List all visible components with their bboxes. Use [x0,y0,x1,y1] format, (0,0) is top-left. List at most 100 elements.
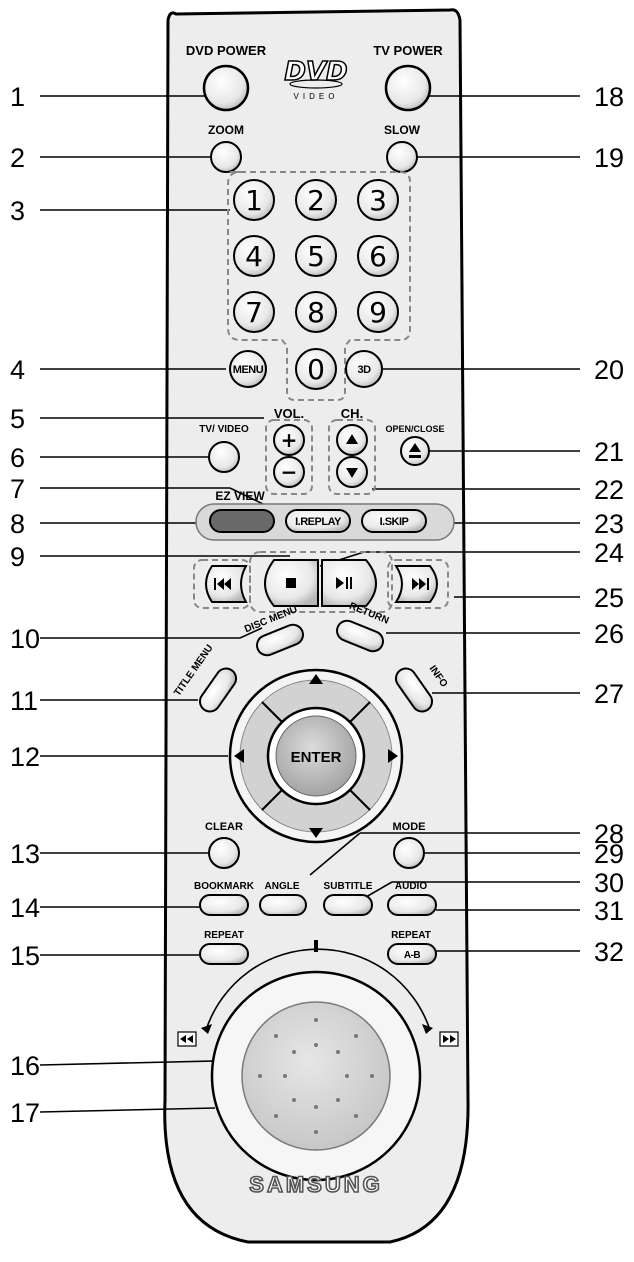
callout-lines-right [309,95,580,952]
callout-13: 13 [10,839,40,869]
callout-32: 32 [594,937,624,967]
title-menu-button[interactable] [196,665,240,716]
triangle-down-icon [346,468,358,478]
callout-2: 2 [10,143,25,173]
return-button[interactable] [334,618,386,655]
callout-1: 1 [10,82,25,112]
skip-forward-icon [412,578,429,590]
callout-16: 16 [10,1051,40,1081]
stop-icon [286,578,296,588]
menu-button[interactable]: MENU [229,350,267,388]
audio-button[interactable] [387,894,437,916]
mode-label: MODE [393,821,426,833]
clear-label: CLEAR [205,821,243,833]
callout-26: 26 [594,619,624,649]
digit-9-button[interactable]: 9 [357,291,399,333]
callout-24: 24 [594,538,624,568]
remote-digits-8-text: 9 [369,296,387,329]
callout-29: 29 [594,839,624,869]
bookmark-button[interactable] [199,894,249,916]
ez-view-button[interactable] [209,509,275,533]
mode-button[interactable] [393,837,425,869]
nav-left-button[interactable] [234,749,244,763]
digit-3-button[interactable]: 3 [357,179,399,221]
ch-label: CH. [341,406,363,421]
remote-digits-0-text: 1 [245,184,263,217]
shuttle-dial [177,940,459,1182]
numpad-outline [227,171,411,401]
dvd-power-label: DVD POWER [186,43,267,58]
nav-up-button[interactable] [309,674,323,684]
callout-20: 20 [594,355,624,385]
stop-play-outline [249,551,393,613]
skip-back-button[interactable] [205,565,248,603]
tv-video-label: TV/ VIDEO [199,424,249,435]
remote-digits-1-text: 2 [307,184,325,217]
callout-21: 21 [594,437,624,467]
nav-down-button[interactable] [309,828,323,838]
skip-forward-button[interactable] [394,565,438,603]
digit-0-button[interactable]: 0 [295,348,337,390]
tv-video-button[interactable] [208,441,240,473]
remote-labels-three-d-text: 3D [357,364,371,376]
jog-dial[interactable] [241,1001,391,1151]
subtitle-button[interactable] [323,894,373,916]
dvd-power-button[interactable] [202,64,250,112]
ireplay-button[interactable]: I.REPLAY [285,509,351,533]
3d-button[interactable]: 3D [345,350,383,388]
skip-back-icon [214,578,231,590]
callout-10: 10 [10,624,40,654]
enter-button[interactable]: ENTER [266,706,366,806]
fast-forward-icon [439,1031,459,1047]
open-close-button[interactable] [400,436,430,466]
ez-view-label: EZ VIEW [215,489,265,503]
digit-2-button[interactable]: 2 [295,179,337,221]
callout-numbers-left: 1 2 3 4 5 6 7 8 9 10 11 12 13 14 15 16 1… [10,82,40,1128]
digit-8-button[interactable]: 8 [295,291,337,333]
remote-labels-ireplay-text: I.REPLAY [295,516,342,528]
callout-4: 4 [10,355,25,385]
remote-digits-4-text: 5 [307,240,325,273]
remote-digits-9-text: 0 [307,353,325,386]
angle-button[interactable] [259,894,307,916]
vol-up-button[interactable]: + [273,424,305,456]
slow-label: SLOW [384,123,421,137]
remote-vol-symbols-0-text: + [281,428,298,452]
remote-digits-5-text: 6 [369,240,387,273]
nav-right-button[interactable] [388,749,398,763]
tv-power-button[interactable] [384,64,432,112]
ch-outline [328,419,376,495]
rewind-icon [177,1031,197,1047]
digit-5-button[interactable]: 5 [295,235,337,277]
skip-back-outline [193,559,251,609]
callout-3: 3 [10,196,25,226]
digit-1-button[interactable]: 1 [233,179,275,221]
iskip-button[interactable]: I.SKIP [361,509,427,533]
zoom-label: ZOOM [208,123,244,137]
vol-label: VOL. [274,406,304,421]
callout-18: 18 [594,82,624,112]
digit-6-button[interactable]: 6 [357,235,399,277]
ch-down-button[interactable] [336,456,368,488]
callout-11: 11 [10,686,38,716]
remote-digits-7-text: 8 [307,296,325,329]
clear-button[interactable] [208,837,240,869]
remote-vol-symbols-1-text: − [281,460,298,484]
slow-button[interactable] [386,141,418,173]
callout-6: 6 [10,443,25,473]
ch-up-button[interactable] [336,424,368,456]
info-button[interactable] [392,665,436,716]
navigation-pad: ENTER [228,668,404,844]
stop-button[interactable] [264,559,319,607]
digit-7-button[interactable]: 7 [233,291,275,333]
repeat-ab-button[interactable]: A-B [387,943,437,965]
disc-menu-button[interactable] [254,622,306,659]
remote-digits-2-text: 3 [369,184,387,217]
zoom-button[interactable] [210,141,242,173]
callout-28: 28 [594,819,624,849]
callout-12: 12 [10,742,40,772]
play-pause-button[interactable] [321,559,377,607]
repeat-button[interactable] [199,943,249,965]
vol-down-button[interactable]: − [273,456,305,488]
digit-4-button[interactable]: 4 [233,235,275,277]
